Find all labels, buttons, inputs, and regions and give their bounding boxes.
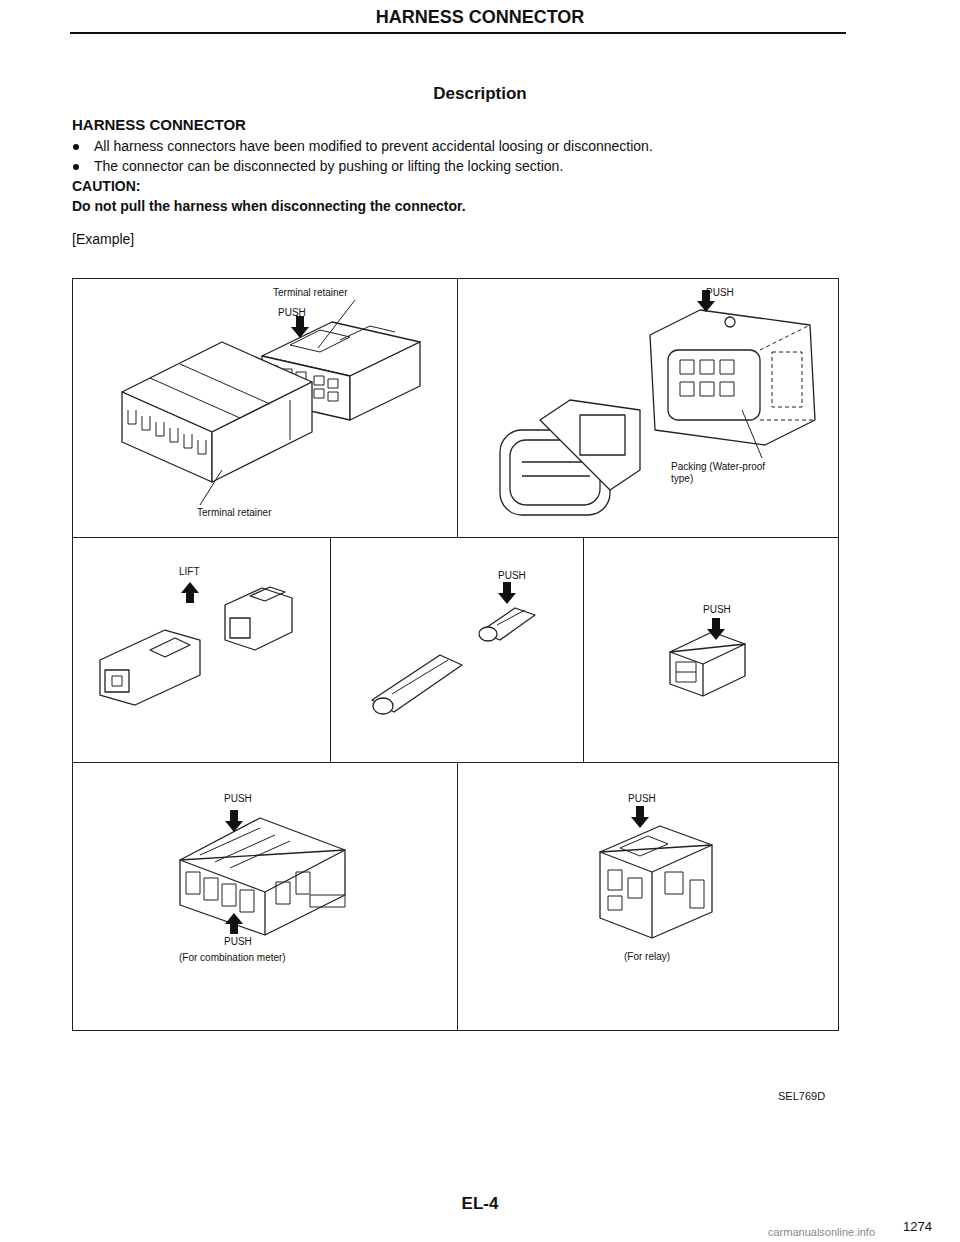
- part-label: Packing (Water-proof type): [671, 461, 771, 484]
- note-label: (For relay): [624, 951, 670, 963]
- action-label: PUSH: [224, 936, 252, 948]
- figure-code: SEL769D: [778, 1090, 825, 1103]
- bullet-text: All harness connectors have been modifie…: [94, 138, 653, 155]
- figure-panel: PUSH: [330, 537, 584, 763]
- figure-panel: PUSH: [583, 537, 839, 763]
- watermark: carmanualsonline.info: [768, 1226, 875, 1239]
- subheading: HARNESS CONNECTOR: [72, 116, 246, 134]
- bullet-text: The connector can be disconnected by pus…: [94, 158, 563, 175]
- page-header: HARNESS CONNECTOR: [0, 7, 960, 29]
- figure-panel: PUSH Packing (Water-proof type): [457, 278, 839, 538]
- page-section-number: EL-4: [0, 1194, 960, 1214]
- action-label: PUSH: [224, 793, 252, 805]
- caution-heading: CAUTION:: [72, 178, 140, 195]
- part-label: Terminal retainer: [197, 507, 271, 519]
- caution-text: Do not pull the harness when disconnecti…: [72, 198, 466, 215]
- example-label: [Example]: [72, 231, 134, 248]
- action-label: PUSH: [628, 793, 656, 805]
- part-label: Terminal retainer: [273, 287, 347, 299]
- note-label: (For combination meter): [179, 952, 286, 964]
- action-label: PUSH: [703, 604, 731, 616]
- page-number: 1274: [903, 1219, 932, 1235]
- action-label: PUSH: [706, 287, 734, 299]
- figure-panel: Terminal retainerPUSHTerminal retainer: [72, 278, 458, 538]
- action-label: PUSH: [278, 307, 306, 319]
- action-label: LIFT: [179, 566, 200, 578]
- figure-panel: PUSH PUSH (For combination meter): [72, 762, 458, 1031]
- figure-panel: PUSH (For relay): [457, 762, 839, 1031]
- action-label: PUSH: [498, 570, 526, 582]
- section-title: Description: [0, 84, 960, 104]
- figure-panel: LIFT: [72, 537, 331, 763]
